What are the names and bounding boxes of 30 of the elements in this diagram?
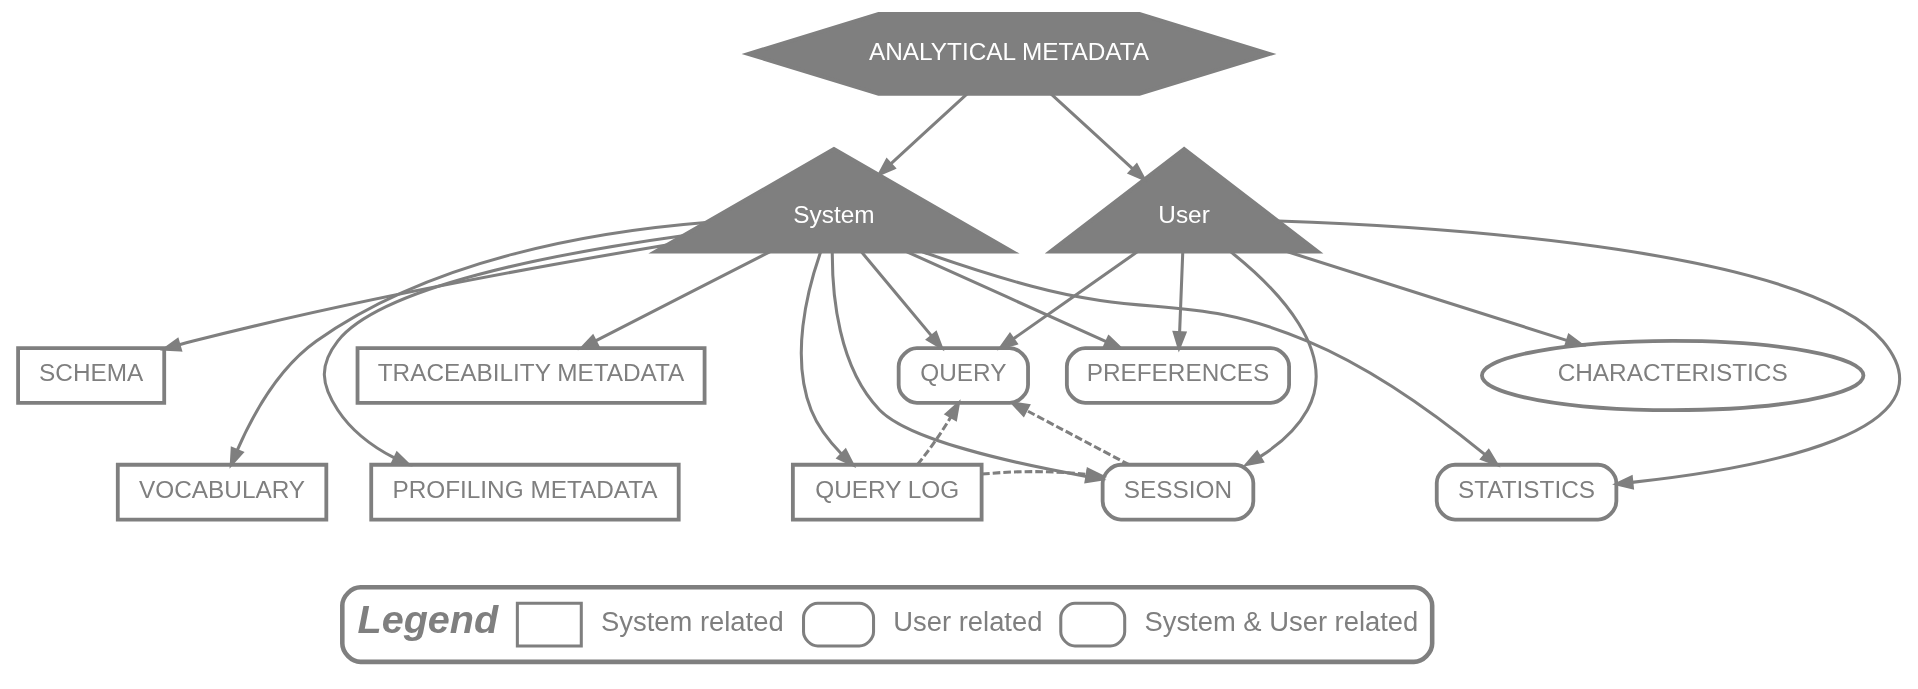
arrow <box>1008 400 1130 467</box>
node-box: PROFILING METADATA <box>369 462 681 522</box>
arrow <box>159 243 667 352</box>
arrow <box>577 250 771 351</box>
arrow <box>1278 219 1901 490</box>
node-box: QUERY <box>896 346 1030 405</box>
arrow <box>1229 250 1318 467</box>
arrow <box>860 250 945 352</box>
arrow <box>1049 92 1148 183</box>
label: Legend <box>357 596 499 641</box>
node-box: TRACEABILITY METADATA <box>355 346 707 405</box>
arrow <box>1287 250 1587 348</box>
arrow <box>1172 251 1188 353</box>
node-box: VOCABULARY <box>115 462 329 522</box>
node-box: STATISTICS <box>1434 462 1619 522</box>
arrow <box>229 220 706 469</box>
arrow <box>996 250 1139 351</box>
node-ellipse: CHARACTERISTICS <box>1480 338 1866 413</box>
node-box: SESSION <box>1100 462 1256 522</box>
legend-label: System related <box>601 606 784 638</box>
node-box: SCHEMA <box>16 346 167 405</box>
node-box: QUERY LOG <box>790 462 984 522</box>
legend-label: System & User related <box>1144 606 1419 638</box>
arrow <box>799 251 857 468</box>
arrow <box>322 234 684 467</box>
arrow <box>875 92 969 178</box>
arrow <box>916 399 961 466</box>
legend-label: User related <box>893 606 1043 638</box>
arrow <box>921 250 1501 468</box>
node-box: PREFERENCES <box>1064 346 1291 405</box>
